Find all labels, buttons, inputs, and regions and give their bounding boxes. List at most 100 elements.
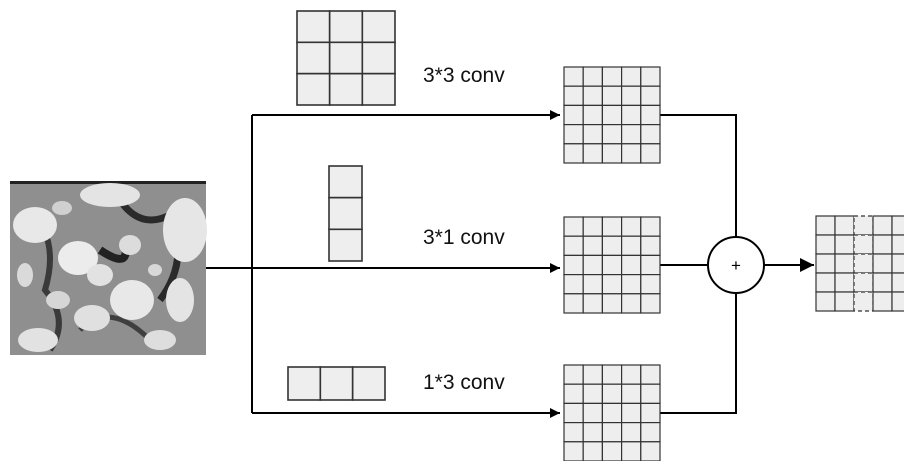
grid-cell (319, 366, 354, 401)
grid-cell (328, 41, 364, 75)
grid-cell (601, 216, 623, 237)
grid-cell (582, 383, 604, 405)
grid-cell (601, 364, 623, 385)
grid-cell (296, 41, 331, 75)
grid-cell (582, 364, 604, 385)
grid-cell (563, 364, 584, 385)
grid-cell (582, 402, 604, 424)
grid-cell (640, 216, 661, 237)
grid-cell (891, 234, 904, 255)
grid-cell (601, 254, 623, 276)
kernel-3x3 (296, 10, 396, 106)
grid-cell (891, 215, 904, 236)
grid-cell (563, 85, 584, 106)
grid-cell (328, 165, 363, 199)
grid-cell (328, 72, 364, 106)
grid-cell (582, 66, 604, 87)
grid-cell (582, 104, 604, 126)
grid-cell (563, 383, 584, 405)
grid-cell (601, 143, 623, 164)
grid-cell (361, 41, 396, 75)
grid-cell (361, 10, 396, 44)
grid-cell (640, 143, 661, 164)
grid-cell (287, 366, 322, 401)
grid-cell (834, 215, 855, 236)
grid-cell (815, 272, 836, 293)
grid-cell (640, 441, 661, 461)
grid-cell (328, 196, 363, 231)
grid-cell (872, 272, 893, 293)
grid-cell (601, 66, 623, 87)
grid-cell (640, 274, 661, 295)
grid-cell (872, 215, 893, 236)
grid-cell (620, 402, 642, 424)
grid-cell (296, 10, 331, 44)
connectors (206, 110, 814, 418)
feature-map-3x1 (563, 216, 661, 314)
grid-cell (601, 422, 623, 443)
sum-symbol: + (731, 256, 741, 275)
grid-cell (296, 72, 331, 106)
grid-cell (620, 66, 642, 87)
grid-cell (601, 123, 623, 145)
output-feature-map (815, 215, 904, 312)
label-1x3-conv: 1*3 conv (423, 371, 505, 394)
grid-cell (640, 293, 661, 314)
grid-cell (853, 253, 874, 274)
grid-cell (815, 215, 836, 236)
grid-cell (601, 235, 623, 256)
grid-cell (351, 366, 386, 401)
grid-cell (872, 253, 893, 274)
grid-cell (620, 383, 642, 405)
grid-cell (891, 272, 904, 293)
grid-cell (328, 228, 363, 262)
grid-cell (563, 293, 584, 314)
grid-cell (872, 234, 893, 255)
grid-cell (601, 274, 623, 295)
grid-cell (563, 402, 584, 424)
kernel-3x1 (328, 165, 363, 262)
grid-cell (563, 422, 584, 443)
grid-cell (601, 104, 623, 126)
grid-cell (582, 216, 604, 237)
feature-map-1x3 (563, 364, 661, 461)
grid-cell (640, 104, 661, 126)
grid-cell (872, 291, 893, 312)
grid-cell (582, 85, 604, 106)
grid-cell (640, 254, 661, 276)
grid-cell (361, 72, 396, 106)
grid-cell (582, 293, 604, 314)
sum-circle-icon: + (707, 236, 765, 294)
grid-cell (640, 402, 661, 424)
grid-cell (620, 254, 642, 276)
grid-cell (563, 123, 584, 145)
grid-cell (328, 10, 364, 44)
grid-cell (834, 272, 855, 293)
grid-cell (891, 291, 904, 312)
grid-cell (582, 123, 604, 145)
grid-cell (563, 441, 584, 461)
grid-cell (620, 364, 642, 385)
grid-cell (620, 293, 642, 314)
grid-cell (620, 274, 642, 295)
grid-cell (620, 441, 642, 461)
grid-cell (563, 274, 584, 295)
grid-cell (582, 422, 604, 443)
grid-cell (834, 234, 855, 255)
grid-cell (640, 66, 661, 87)
grid-cell (563, 235, 584, 256)
kernel-1x3 (287, 366, 386, 401)
grid-cell (620, 216, 642, 237)
input-image-icon (10, 181, 207, 355)
grid-cell (834, 253, 855, 274)
grid-cell (620, 422, 642, 443)
grid-cell (640, 235, 661, 256)
branch-3x3-to-sum (660, 114, 737, 240)
grid-cell (620, 123, 642, 145)
grid-cell (853, 272, 874, 293)
grid-cell (834, 291, 855, 312)
grid-cell (601, 402, 623, 424)
grid-cell (582, 235, 604, 256)
grid-cell (563, 104, 584, 126)
